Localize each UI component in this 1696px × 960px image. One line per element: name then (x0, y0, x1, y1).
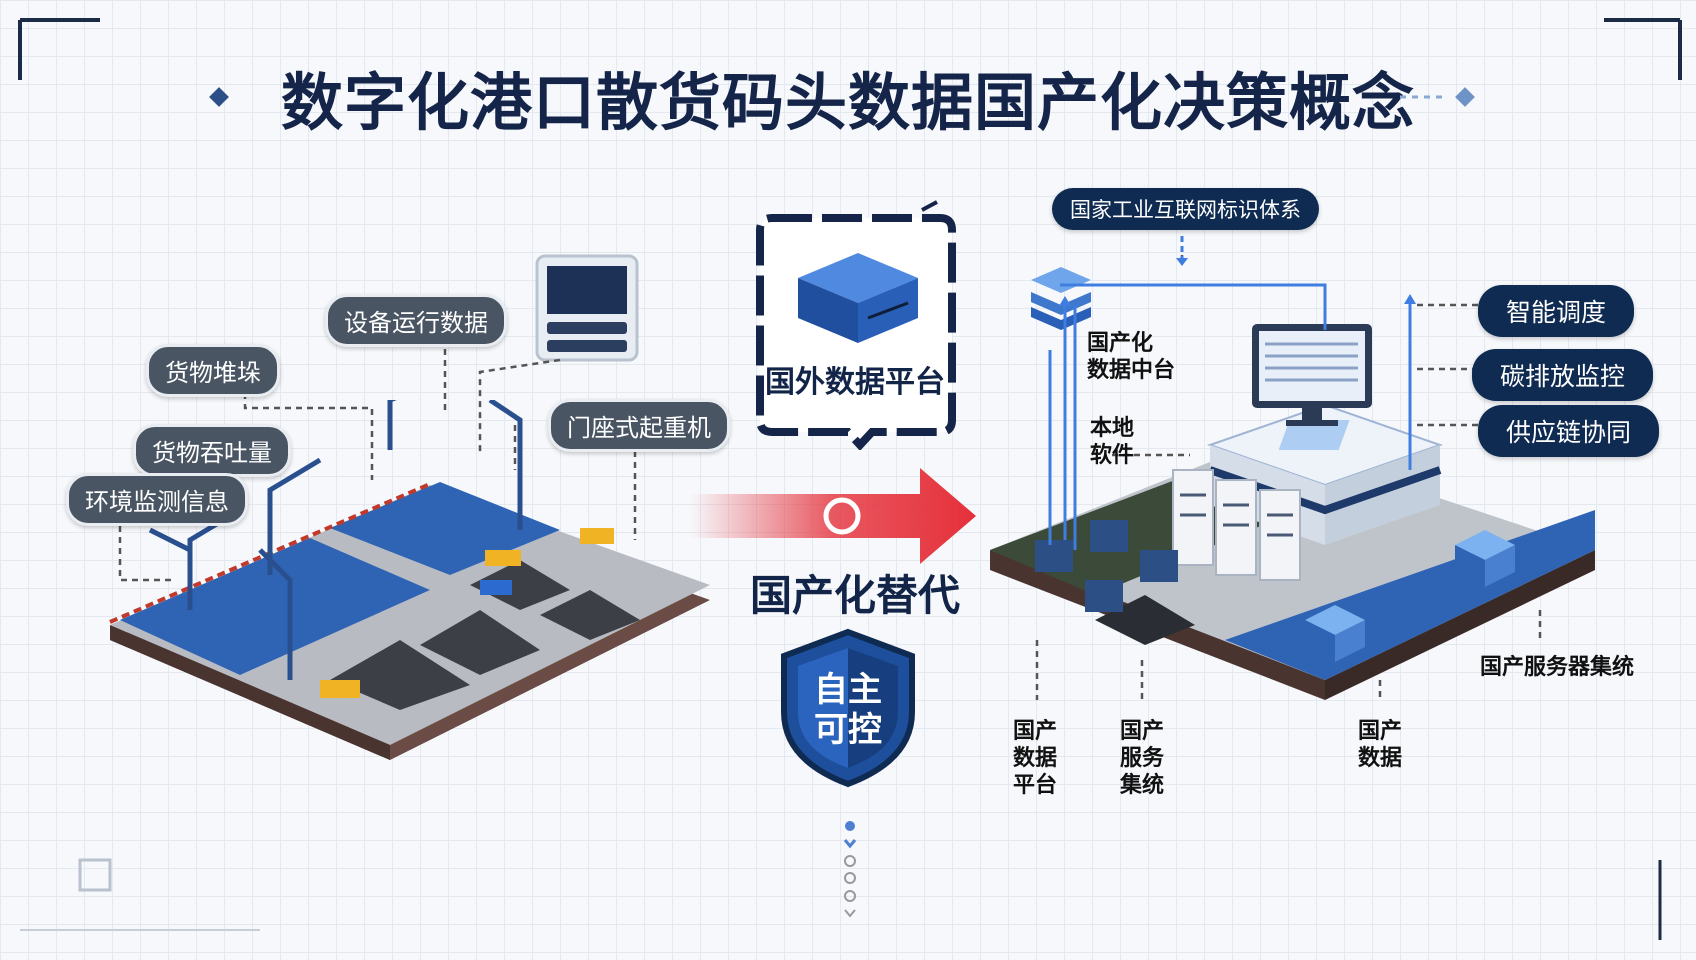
traditional-port-illustration (109, 400, 710, 760)
monitor-panel-icon (535, 254, 639, 362)
server-cluster-label: 国产服务器集统 (1480, 655, 1635, 680)
monitor-icon (1252, 324, 1372, 426)
truck-icon (320, 528, 614, 698)
local-software-label: 本地 软件 (1090, 416, 1135, 468)
bottom-data-label: 国产 数据 (1358, 719, 1403, 771)
tag-gantry-crane: 门座式起重机 (548, 399, 730, 452)
bottom-service-label: 国产 服务 集统 (1120, 719, 1165, 798)
shield-icon (781, 628, 915, 788)
identity-system-label: 国家工业互联网标识体系 (1052, 188, 1319, 230)
server-block-icon (798, 253, 918, 343)
tag-cargo-stack: 货物堆垛 (146, 344, 280, 397)
replacement-arrow (690, 468, 976, 564)
carbon-monitor-button: 碳排放监控 (1472, 349, 1654, 401)
smart-dispatch-button: 智能调度 (1478, 285, 1635, 337)
data-middle-label: 国产化 数据中台 (1087, 331, 1176, 383)
edge-node-icon (1035, 520, 1178, 612)
page-title: 数字化港口散货码头数据国产化决策概念 (280, 66, 1415, 139)
coal-pile (330, 560, 640, 710)
replacement-label: 国产化替代 (749, 571, 960, 620)
server-cube-icon (1455, 530, 1515, 587)
tag-equipment-data: 设备运行数据 (325, 294, 507, 347)
bottom-platform-label: 国产 数据 平台 (1013, 719, 1058, 798)
shield-text: 自主 可控 (814, 670, 882, 750)
server-rack-icon (1172, 469, 1301, 581)
server-cube-icon (1305, 605, 1365, 662)
crane-icon (148, 400, 523, 680)
pagination-dots (843, 821, 857, 918)
foreign-platform-label: 国外数据平台 (765, 365, 945, 400)
supply-chain-button: 供应链协同 (1478, 405, 1660, 457)
tag-env-monitor: 环境监测信息 (66, 473, 248, 526)
title-decoration (209, 87, 1475, 107)
